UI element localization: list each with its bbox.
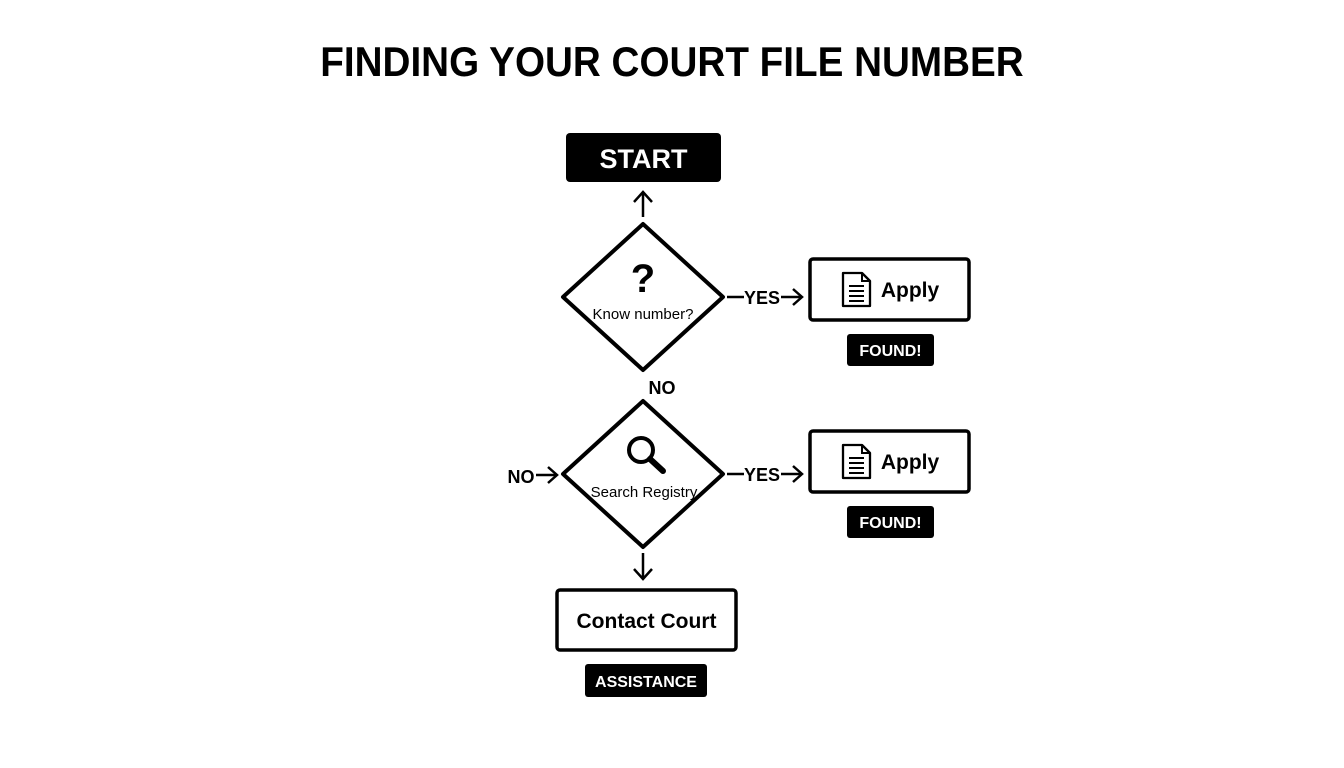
yes-label-1: YES bbox=[744, 288, 780, 308]
yes-arrow-2: YES bbox=[727, 465, 804, 485]
yes-label-2: YES bbox=[744, 465, 780, 485]
diagram-title: FINDING YOUR COURT FILE NUMBER bbox=[320, 38, 1024, 85]
arrow-to-start bbox=[633, 190, 653, 217]
no-arrow-left: NO bbox=[508, 466, 559, 487]
contact-court-label: Contact Court bbox=[577, 610, 717, 633]
decision1-label: Know number? bbox=[593, 306, 694, 323]
decision-search-registry: Search Registry bbox=[561, 399, 725, 549]
start-label: START bbox=[600, 144, 688, 174]
start-node: START bbox=[566, 133, 721, 182]
found-badge-2: FOUND! bbox=[847, 506, 934, 538]
apply-node-1: Apply bbox=[808, 257, 971, 322]
no-label-down: NO bbox=[649, 378, 676, 398]
yes-arrow-1: YES bbox=[727, 288, 804, 308]
document-icon bbox=[841, 271, 872, 308]
decision2-label: Search Registry bbox=[591, 484, 698, 501]
contact-court-node: Contact Court bbox=[555, 588, 738, 652]
found-badge-1: FOUND! bbox=[847, 334, 934, 366]
found-label-2: FOUND! bbox=[859, 515, 921, 532]
apply-label-1: Apply bbox=[881, 279, 940, 302]
apply-label-2: Apply bbox=[881, 451, 940, 474]
decision-know-number: ? Know number? bbox=[561, 222, 725, 372]
magnifier-icon bbox=[627, 436, 666, 474]
document-icon bbox=[841, 443, 872, 480]
found-label-1: FOUND! bbox=[859, 343, 921, 360]
question-mark-icon: ? bbox=[631, 257, 655, 301]
arrow-to-contact bbox=[633, 553, 653, 581]
assistance-label: ASSISTANCE bbox=[595, 674, 697, 691]
no-label-left: NO bbox=[508, 467, 535, 487]
apply-node-2: Apply bbox=[808, 429, 971, 494]
assistance-badge: ASSISTANCE bbox=[585, 664, 707, 697]
